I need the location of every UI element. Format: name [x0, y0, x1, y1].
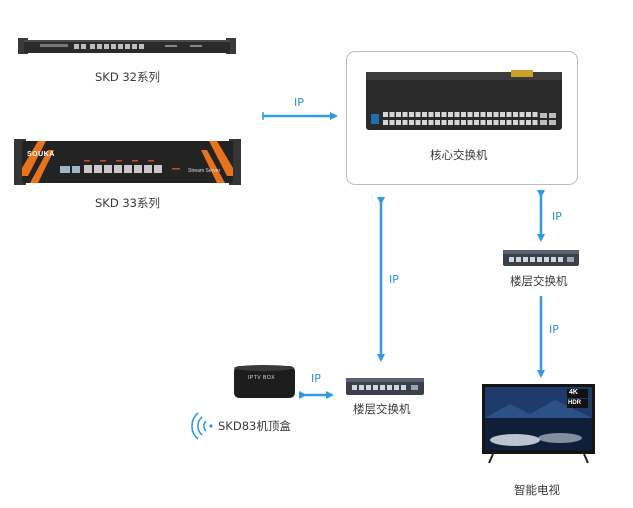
- ip-label-floor-tv: IP: [549, 323, 559, 336]
- stb-screen-text: IPTV BOX: [248, 375, 276, 381]
- core-switch-port: [422, 112, 427, 117]
- tv-caption: 智能电视: [514, 483, 560, 497]
- core-switch-port: [461, 112, 466, 117]
- core-switch-port: [467, 120, 473, 125]
- core-switch-port: [383, 120, 388, 125]
- core-switch-port: [389, 120, 395, 125]
- tv-device: [482, 384, 595, 464]
- core-switch-port: [532, 112, 538, 117]
- core-switch-port: [435, 120, 440, 125]
- core-switch-port: [500, 112, 505, 117]
- core-switch-port: [487, 112, 492, 117]
- core-switch-port: [493, 112, 499, 117]
- core-switch-port: [532, 120, 538, 125]
- core-switch-port: [422, 120, 427, 125]
- core-switch-port: [506, 120, 512, 125]
- core-switch-port: [428, 112, 434, 117]
- core-switch-port: [526, 120, 531, 125]
- core-switch-port: [474, 112, 479, 117]
- core-switch-port: [474, 120, 479, 125]
- core-switch-port: [389, 112, 395, 117]
- core-switch-port: [519, 120, 525, 125]
- core-switch-port: [415, 120, 421, 125]
- floor-switch-bottom-caption: 楼层交换机: [353, 402, 411, 416]
- core-switch-port: [480, 120, 486, 125]
- floor-switch-bottom-device: [346, 378, 424, 395]
- core-switch-port: [454, 112, 460, 117]
- arrow-skd-to-core: [262, 112, 338, 120]
- core-switch-port: [500, 120, 505, 125]
- core-switch-port: [402, 112, 408, 117]
- core-switch-port: [441, 120, 447, 125]
- skd33-brand-text: SOUKA: [27, 151, 55, 158]
- wifi-icon: [191, 412, 213, 440]
- core-switch-port: [461, 120, 466, 125]
- stb-device: [234, 365, 295, 398]
- stb-caption: SKD83机顶盒: [218, 419, 291, 433]
- skd32-caption: SKD 32系列: [95, 70, 160, 84]
- core-switch-port: [487, 120, 492, 125]
- core-switch-caption: 核心交换机: [430, 148, 488, 162]
- core-switch-port: [448, 112, 453, 117]
- core-switch-port: [396, 120, 401, 125]
- skd33-caption: SKD 33系列: [95, 196, 160, 210]
- core-switch-port: [506, 112, 512, 117]
- core-switch-port: [383, 112, 388, 117]
- core-switch-port: [493, 120, 499, 125]
- core-switch-port: [402, 120, 408, 125]
- core-switch-port: [526, 112, 531, 117]
- core-switch-port: [396, 112, 401, 117]
- core-switch-port: [428, 120, 434, 125]
- core-switch-port: [519, 112, 525, 117]
- core-switch-port: [454, 120, 460, 125]
- core-switch-device: [366, 70, 562, 130]
- ip-label-core-floor: IP: [552, 210, 562, 223]
- skd32-device: [18, 38, 236, 54]
- tv-badge-4k: 4K: [569, 389, 578, 396]
- floor-switch-right-caption: 楼层交换机: [510, 274, 568, 288]
- ip-label-left: IP: [294, 96, 304, 109]
- core-switch-port: [441, 112, 447, 117]
- core-switch-port: [448, 120, 453, 125]
- skd33-panel-text: Stream Server: [188, 168, 221, 174]
- core-switch-port: [415, 112, 421, 117]
- core-switch-port: [467, 112, 473, 117]
- tv-badge-hdr: HDR: [568, 400, 581, 406]
- core-switch-port: [409, 112, 414, 117]
- core-switch-port: [409, 120, 414, 125]
- core-switch-port: [513, 120, 518, 125]
- core-switch-port: [435, 112, 440, 117]
- floor-switch-right-device: [503, 250, 579, 266]
- skd33-device: [14, 139, 241, 185]
- ip-label-stb: IP: [311, 372, 321, 385]
- core-switch-port: [513, 112, 518, 117]
- core-switch-port: [480, 112, 486, 117]
- ip-label-vertical-left: IP: [389, 273, 399, 286]
